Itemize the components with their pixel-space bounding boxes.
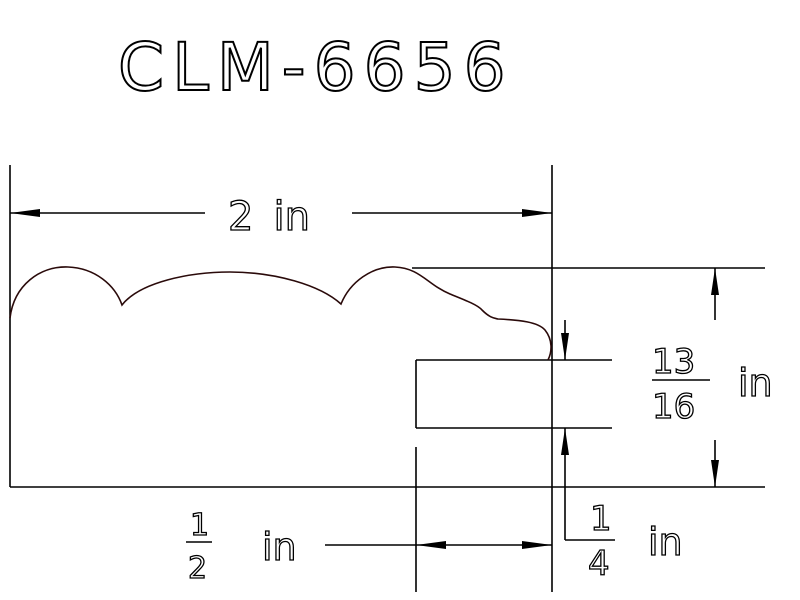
- svg-text:16: 16: [652, 387, 695, 427]
- svg-text:in: in: [262, 525, 297, 569]
- drawing-title: CLM-6656: [118, 29, 514, 106]
- height-dimension: 13 16 in: [651, 268, 773, 487]
- svg-text:13: 13: [652, 342, 695, 382]
- svg-text:1: 1: [590, 499, 612, 539]
- svg-text:in: in: [648, 520, 683, 564]
- svg-text:1: 1: [190, 508, 209, 543]
- rabbet-width-dimension: 1 2 in: [186, 507, 552, 587]
- rabbet-depth-dimension: 1 4 in: [561, 320, 683, 585]
- outline: [9, 165, 765, 592]
- svg-text:2: 2: [188, 551, 207, 586]
- svg-text:4: 4: [588, 544, 610, 584]
- moulding-profile: [9, 266, 552, 361]
- svg-text:2in: 2in: [228, 194, 310, 240]
- svg-text:in: in: [738, 361, 773, 405]
